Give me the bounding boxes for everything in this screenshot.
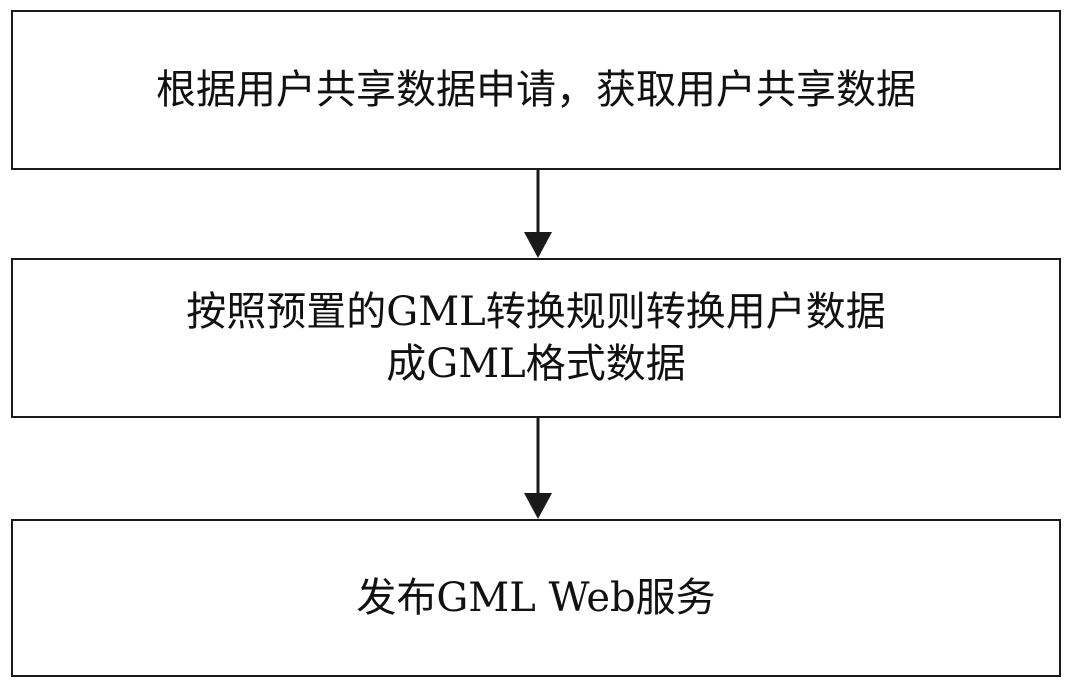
step-2-text-line-2: 成GML格式数据 — [386, 338, 685, 390]
step-box-publish-gml-web-service: 发布GML Web服务 — [11, 519, 1061, 677]
arrow-1-head — [524, 232, 552, 258]
arrow-step1-to-step2 — [524, 170, 552, 258]
step-3-text: 发布GML Web服务 — [356, 572, 715, 624]
arrow-2-head — [524, 493, 552, 519]
step-box-convert-to-gml: 按照预置的GML转换规则转换用户数据 成GML格式数据 — [11, 258, 1061, 418]
arrow-step2-to-step3 — [524, 418, 552, 519]
step-2-text-line-1: 按照预置的GML转换规则转换用户数据 — [186, 286, 885, 338]
